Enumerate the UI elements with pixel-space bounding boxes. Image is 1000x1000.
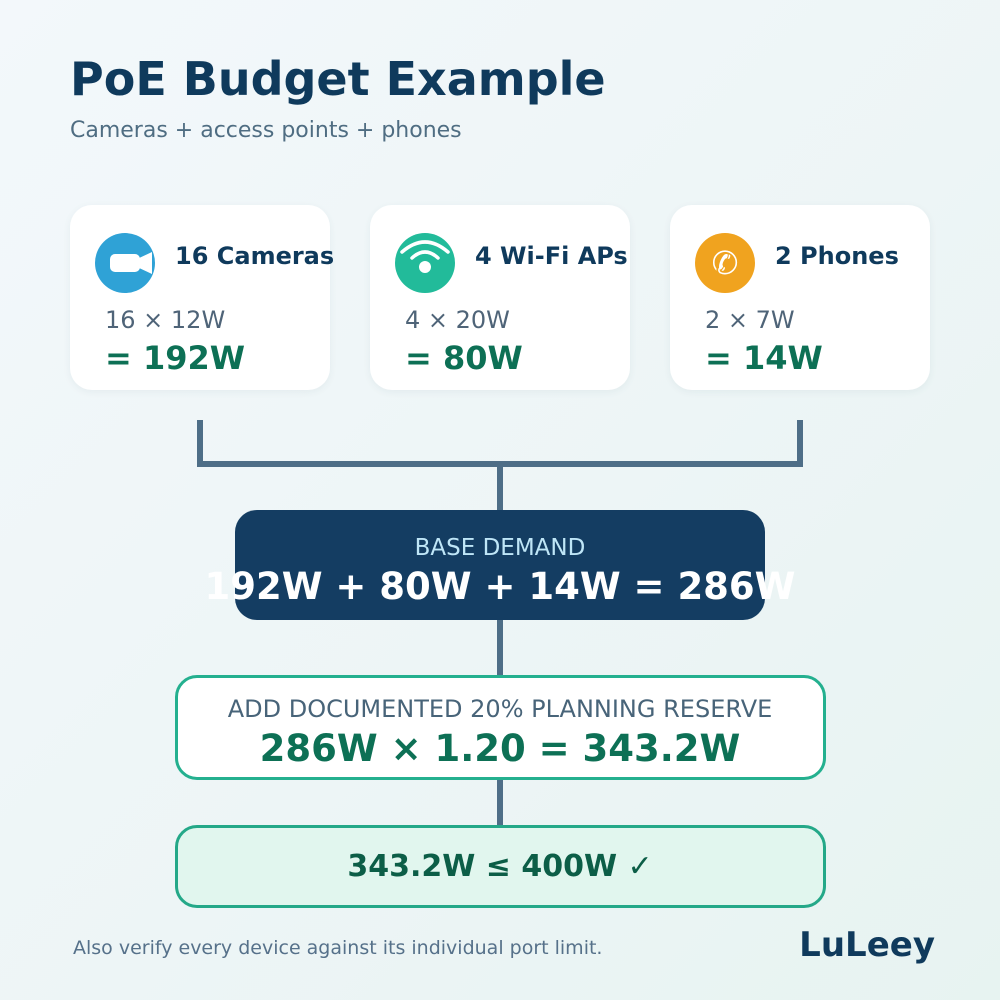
cameras-card: 16 Cameras 16 × 12W = 192W <box>70 205 334 390</box>
budget-result-text: 343.2W ≤ 400W ✓ <box>347 849 653 884</box>
wifi-aps-card-total: = 80W <box>405 339 523 377</box>
cameras-card-title: 16 Cameras <box>175 242 335 270</box>
base-demand-box <box>235 510 765 620</box>
camera-icon <box>95 233 155 293</box>
wifi-aps-card-title: 4 Wi-Fi APs <box>475 242 628 270</box>
phones-card: ✆ 2 Phones 2 × 7W = 14W <box>670 205 930 390</box>
brand-logo: LuLeey <box>799 925 935 965</box>
page-title: PoE Budget Example <box>70 52 606 106</box>
page-subtitle: Cameras + access points + phones <box>70 118 462 143</box>
phones-card-total: = 14W <box>705 339 823 377</box>
phones-card-title: 2 Phones <box>775 242 899 270</box>
cameras-card-total: = 192W <box>105 339 246 377</box>
wifi-aps-card-formula: 4 × 20W <box>405 306 510 334</box>
wifi-aps-card: 4 Wi-Fi APs 4 × 20W = 80W <box>370 205 630 390</box>
footnote: Also verify every device against its ind… <box>73 937 603 959</box>
svg-text:✆: ✆ <box>712 244 739 282</box>
cameras-card-formula: 16 × 12W <box>105 306 226 334</box>
planning-reserve-label: ADD DOCUMENTED 20% PLANNING RESERVE <box>227 695 773 723</box>
budget-result-box <box>175 825 826 908</box>
planning-reserve-formula: 286W × 1.20 = 343.2W <box>259 727 741 770</box>
phones-card-formula: 2 × 7W <box>705 306 795 334</box>
planning-reserve-box <box>175 675 826 780</box>
wifi-icon <box>395 233 455 293</box>
phone-icon: ✆ <box>695 233 755 293</box>
base-demand-formula: 192W + 80W + 14W = 286W <box>204 565 796 608</box>
base-demand-label: BASE DEMAND <box>414 535 586 561</box>
